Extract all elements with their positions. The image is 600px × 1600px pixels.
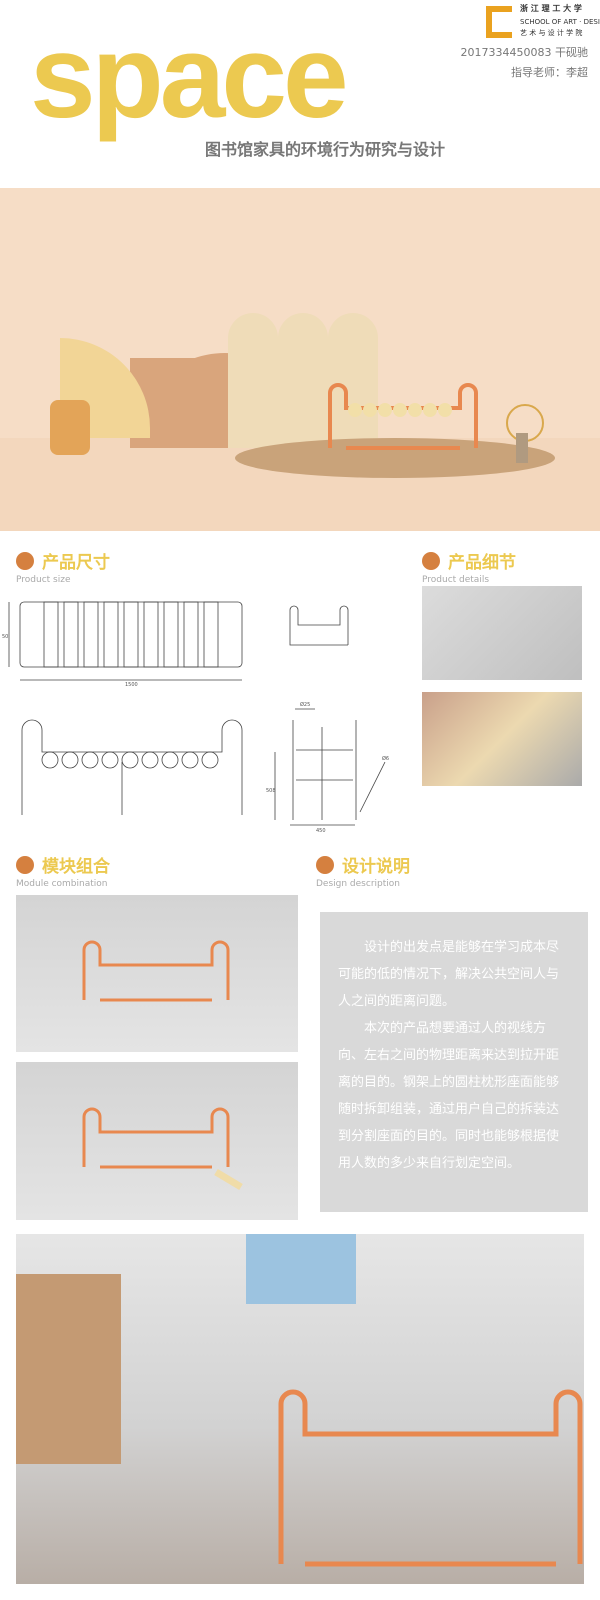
poster-subtitle: 图书馆家具的环境行为研究与设计 bbox=[205, 140, 446, 159]
technical-drawings: 1500 50 Ø25 508 Ø6 bbox=[2, 601, 389, 820]
section-subtitle: Product details bbox=[422, 575, 490, 585]
bullet-icon bbox=[316, 855, 334, 874]
dimension-height: 508 bbox=[266, 788, 276, 794]
module-photo-1 bbox=[16, 895, 298, 1052]
module-photo-2 bbox=[16, 1062, 298, 1220]
description-paragraph: 本次的产品想要通过人的视线方向、左右之间的物理距离来达到拉开距离的目的。钢架上的… bbox=[338, 1021, 560, 1171]
design-description: 设计的出发点是能够在学习成本尽可能的低的情况下，解决公共空间人与人之间的距离问题… bbox=[320, 912, 588, 1212]
dimension-base: 450 bbox=[316, 828, 326, 834]
bullet-icon bbox=[16, 855, 34, 874]
section-subtitle: Design description bbox=[316, 879, 400, 889]
logo-text: 艺 术 与 设 计 学 院 bbox=[520, 29, 583, 37]
student-info: 2017334450083 干砚驰 bbox=[460, 46, 588, 59]
section-subtitle: Product size bbox=[16, 575, 71, 585]
description-paragraph: 设计的出发点是能够在学习成本尽可能的低的情况下，解决公共空间人与人之间的距离问题… bbox=[338, 940, 560, 1009]
bullet-icon bbox=[16, 551, 34, 570]
section-title: 产品细节 bbox=[448, 553, 516, 573]
library-scene-render bbox=[16, 1234, 584, 1584]
section-subtitle: Module combination bbox=[16, 879, 108, 889]
logo-text: 浙 江 理 工 大 学 bbox=[520, 4, 582, 13]
section-module-combination: 模块组合 Module combination bbox=[16, 852, 110, 889]
dimension-width: 1500 bbox=[125, 682, 138, 688]
top-view-slats bbox=[43, 601, 219, 668]
section-product-size: 产品尺寸 Product size bbox=[16, 548, 110, 585]
advisor-info: 指导老师：李超 bbox=[511, 66, 588, 79]
detail-photo-1 bbox=[422, 586, 582, 680]
logo-mark-icon bbox=[486, 6, 512, 38]
logo-text: SCHOOL OF ART · DESIGN bbox=[520, 18, 600, 26]
section-design-description: 设计说明 Design description bbox=[316, 852, 410, 889]
side-view-rolls bbox=[41, 751, 219, 769]
dimension-tube: Ø6 bbox=[382, 755, 389, 762]
bullet-icon bbox=[422, 551, 440, 570]
section-title: 产品尺寸 bbox=[42, 553, 110, 573]
detail-photo-2 bbox=[422, 692, 582, 786]
dimension-depth: 50 bbox=[2, 634, 8, 640]
section-title: 设计说明 bbox=[342, 857, 410, 877]
hero-scene bbox=[0, 313, 600, 531]
university-logo: 浙 江 理 工 大 学 SCHOOL OF ART · DESIGN 艺 术 与… bbox=[486, 2, 600, 42]
hero-render bbox=[0, 188, 600, 531]
section-product-details: 产品细节 Product details bbox=[422, 548, 516, 585]
dimension-seat: Ø25 bbox=[300, 701, 310, 708]
base-dimension: 450 bbox=[290, 824, 355, 834]
section-title: 模块组合 bbox=[42, 857, 110, 877]
poster-title: space bbox=[30, 11, 349, 143]
